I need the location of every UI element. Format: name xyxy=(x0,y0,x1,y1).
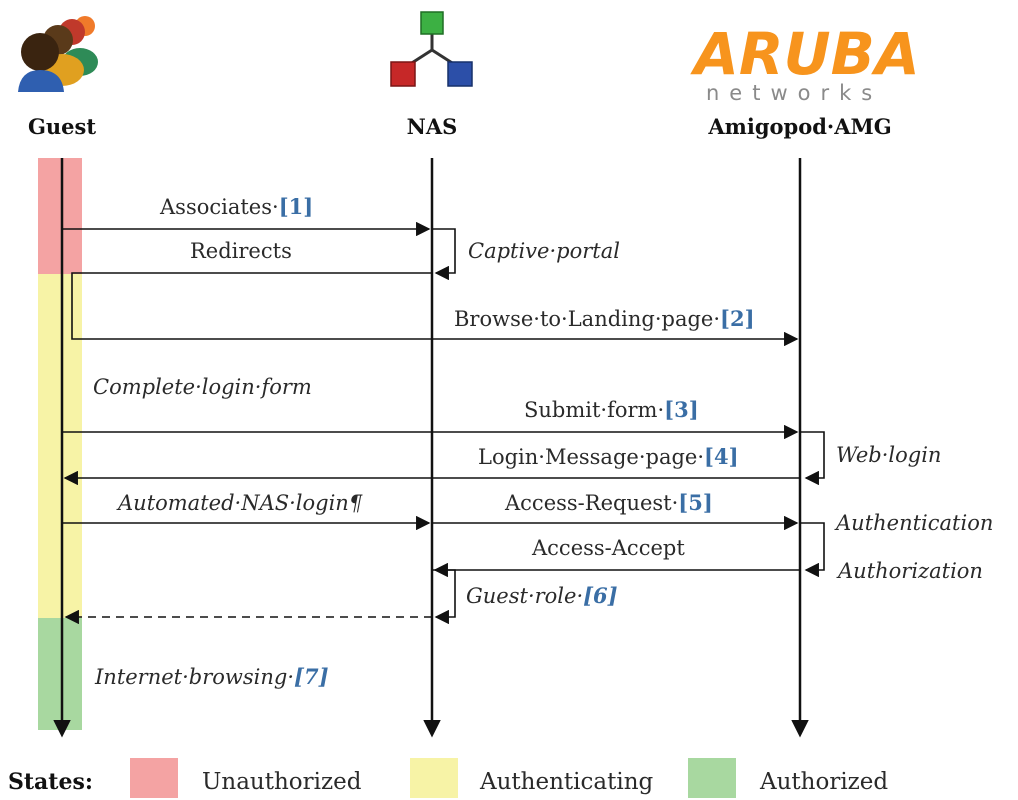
msg-submit-form: Submit·form·[3] xyxy=(524,397,699,422)
msg-access-request: Access-Request·[5] xyxy=(504,490,713,515)
states-legend: States: Unauthorized Authenticating Auth… xyxy=(8,758,888,798)
state-band-authorized xyxy=(38,618,82,730)
note-guest-role: Guest·role·[6] xyxy=(466,583,618,608)
note-authentication: Authentication xyxy=(834,511,993,535)
msg-browse-landing: Browse·to·Landing·page·[2] xyxy=(454,306,755,331)
arrow-captive-portal-loop xyxy=(432,228,456,281)
note-captive-portal: Captive·portal xyxy=(468,239,620,263)
arrow-redirects-browse xyxy=(71,272,799,347)
state-band-authenticating xyxy=(38,274,82,618)
legend-title: States: xyxy=(8,769,93,795)
msg-redirects: Redirects xyxy=(190,239,292,263)
legend-label-authenticating: Authenticating xyxy=(479,769,654,795)
note-web-login: Web·login xyxy=(836,443,941,467)
nas-network-icon xyxy=(390,11,473,87)
msg-access-accept: Access-Accept xyxy=(531,536,685,560)
note-authorization: Authorization xyxy=(836,559,983,583)
actor-guest-label: Guest xyxy=(28,114,96,139)
state-band-unauthorized xyxy=(38,158,82,274)
legend-label-authorized: Authorized xyxy=(759,769,888,795)
legend-label-unauthorized: Unauthorized xyxy=(202,769,362,795)
actor-amg-label: Amigopod·AMG xyxy=(707,114,891,139)
arrow-web-login-loop xyxy=(800,431,825,486)
legend-swatch-authorized xyxy=(688,758,736,798)
note-automated-nas-login: Automated·NAS·login¶ xyxy=(116,491,363,515)
aruba-logo-brand: ARUBA xyxy=(690,20,920,88)
legend-swatch-unauthorized xyxy=(130,758,178,798)
guest-group-icon xyxy=(18,16,98,92)
msg-associates: Associates·[1] xyxy=(159,194,313,219)
note-complete-login: Complete·login·form xyxy=(93,375,312,399)
note-internet-browsing: Internet·browsing·[7] xyxy=(94,664,329,689)
aruba-logo-sub: networks xyxy=(706,81,882,105)
aruba-networks-logo: ARUBA networks xyxy=(690,20,920,105)
arrow-auth-loop xyxy=(800,522,825,578)
actor-nas-label: NAS xyxy=(407,114,458,139)
legend-swatch-authenticating xyxy=(410,758,458,798)
msg-login-message-page: Login·Message·page·[4] xyxy=(478,444,739,469)
arrow-guest-role-loop xyxy=(432,569,456,625)
